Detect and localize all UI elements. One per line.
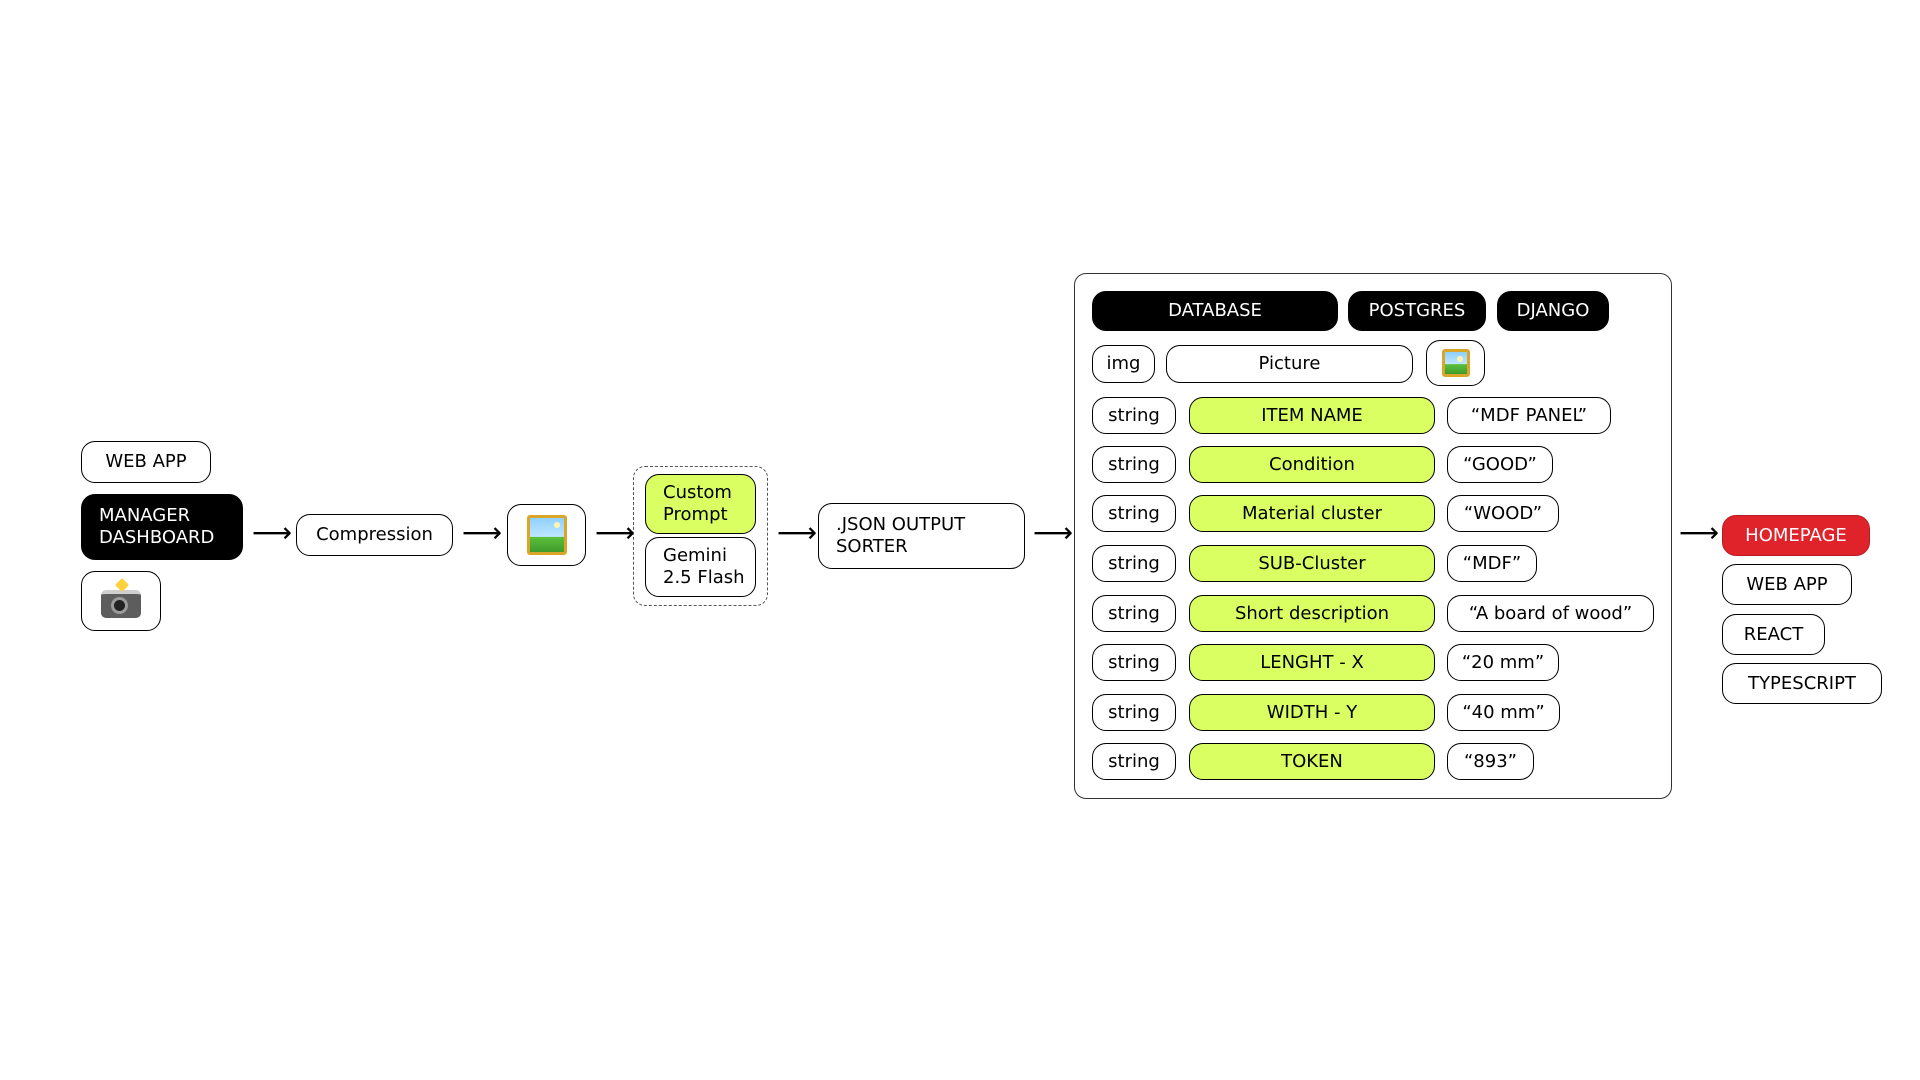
value-cell: “20 mm” [1447,644,1559,681]
field-cell: ITEM NAME [1189,397,1435,434]
field-cell: Condition [1189,446,1435,483]
field-cell: WIDTH - Y [1189,694,1435,731]
type-cell: string [1092,694,1176,731]
value-label: “MDF PANEL” [1470,404,1588,426]
ai-model-group [633,466,768,606]
homepage-box: HOMEPAGE [1722,515,1870,556]
field-label: Short description [1234,602,1390,624]
type-label: string [1108,502,1160,524]
type-cell: string [1092,446,1176,483]
img-type-label: img [1106,353,1141,374]
react-label: REACT [1743,623,1804,645]
type-cell: string [1092,743,1176,780]
typescript-label: TYPESCRIPT [1748,672,1856,694]
web-app-output-label: WEB APP [1746,573,1828,595]
field-label: Material cluster [1241,502,1383,524]
framed-picture-icon [526,515,567,555]
camera-box [81,571,161,631]
field-label: LENGHT - X [1260,651,1364,673]
database-header-label: DATABASE [1168,300,1262,321]
field-cell: LENGHT - X [1189,644,1435,681]
field-cell: Material cluster [1189,495,1435,532]
postgres-header: POSTGRES [1348,291,1486,331]
type-cell: string [1092,595,1176,632]
type-label: string [1108,453,1160,475]
value-label: “893” [1463,750,1517,772]
arrow-1: ⟶ [252,516,293,549]
typescript-box: TYPESCRIPT [1722,663,1882,704]
field-label: ITEM NAME [1261,404,1363,426]
json-sorter-label: .JSON OUTPUT SORTER [836,514,966,557]
field-label: Condition [1269,453,1355,475]
database-header: DATABASE [1092,291,1338,331]
manager-dashboard-label: MANAGER DASHBOARD [99,505,215,548]
react-box: REACT [1722,614,1825,655]
arrow-4: ⟶ [777,516,818,549]
gemini-box: Gemini 2.5 Flash [645,537,756,597]
field-label: SUB-Cluster [1258,552,1366,574]
value-cell: “MDF” [1447,545,1537,582]
value-label: “WOOD” [1463,502,1543,524]
django-header-label: DJANGO [1516,300,1590,321]
value-cell: “GOOD” [1447,446,1553,483]
compression-label: Compression [316,524,433,545]
postgres-header-label: POSTGRES [1368,300,1466,321]
web-app-input-box: WEB APP [81,441,211,483]
web-app-label: WEB APP [105,451,187,472]
homepage-label: HOMEPAGE [1745,524,1847,546]
value-label: “A board of wood” [1468,602,1633,624]
arrow-5: ⟶ [1033,516,1074,549]
image-box [507,504,586,566]
type-cell: string [1092,644,1176,681]
arrow-6: ⟶ [1679,516,1720,549]
type-label: string [1108,404,1160,426]
value-label: “MDF” [1462,552,1522,574]
custom-prompt-label: Custom Prompt [663,482,732,525]
value-cell: “WOOD” [1447,495,1559,532]
picture-field-label: Picture [1258,353,1321,374]
value-cell: “40 mm” [1447,694,1560,731]
value-cell: “MDF PANEL” [1447,397,1611,434]
compression-box: Compression [296,514,453,556]
type-label: string [1108,701,1160,723]
value-label: “20 mm” [1461,651,1545,673]
value-label: “40 mm” [1462,701,1545,723]
field-cell: TOKEN [1189,743,1435,780]
type-label: string [1108,651,1160,673]
django-header: DJANGO [1497,291,1609,331]
value-label: “GOOD” [1463,453,1537,475]
type-label: string [1108,552,1160,574]
img-type-cell: img [1092,345,1155,383]
type-label: string [1108,602,1160,624]
picture-value-cell [1426,340,1485,386]
type-label: string [1108,750,1160,772]
type-cell: string [1092,545,1176,582]
field-cell: SUB-Cluster [1189,545,1435,582]
arrow-3: ⟶ [595,516,636,549]
field-cell: Short description [1189,595,1435,632]
arrow-2: ⟶ [462,516,503,549]
json-sorter-box: .JSON OUTPUT SORTER [818,503,1025,569]
field-label: TOKEN [1281,750,1343,772]
value-cell: “A board of wood” [1447,595,1654,632]
field-label: WIDTH - Y [1266,701,1358,723]
type-cell: string [1092,397,1176,434]
camera-flash-icon [101,590,141,618]
web-app-output-box: WEB APP [1722,564,1852,605]
gemini-label: Gemini 2.5 Flash [663,545,745,588]
type-cell: string [1092,495,1176,532]
framed-picture-icon [1441,349,1470,377]
manager-dashboard-box: MANAGER DASHBOARD [81,494,243,560]
value-cell: “893” [1447,743,1534,780]
picture-field-cell: Picture [1166,345,1413,383]
custom-prompt-box: Custom Prompt [645,474,756,534]
